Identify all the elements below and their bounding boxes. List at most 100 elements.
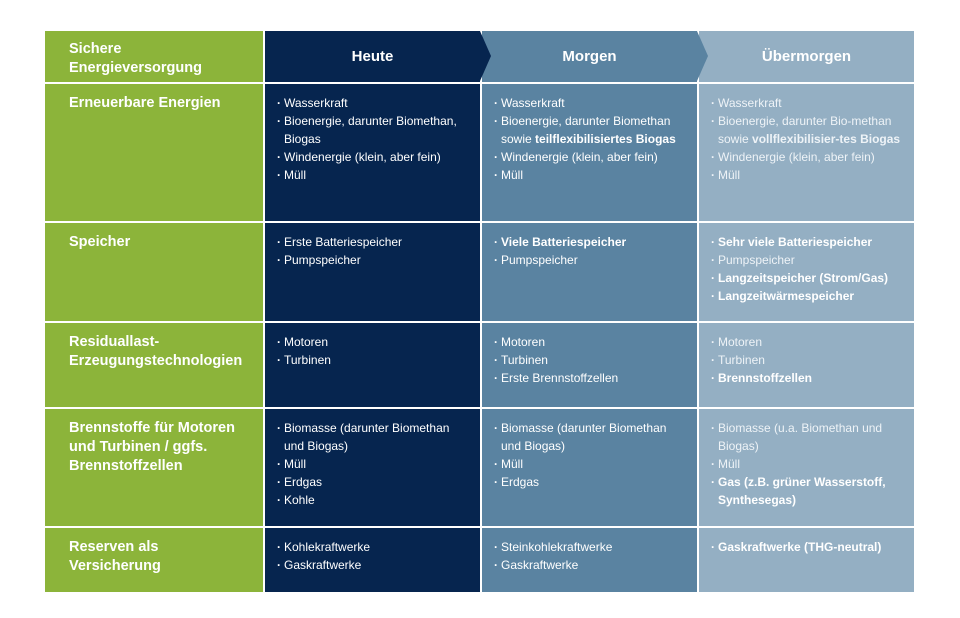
cell-heute: MotorenTurbinen: [265, 323, 480, 407]
list-item-text: Erste Brennstoffzellen: [501, 371, 619, 385]
list-item: Biomasse (darunter Biomethan und Biogas): [494, 419, 689, 455]
item-list: KohlekraftwerkeGaskraftwerke: [265, 528, 480, 574]
list-item: Erdgas: [494, 473, 689, 491]
list-item: Biomasse (darunter Biomethan und Biogas): [277, 419, 472, 455]
cell-uebermorgen: WasserkraftBioenergie, darunter Bio-meth…: [699, 84, 914, 221]
list-item: Viele Batteriespeicher: [494, 233, 689, 251]
list-item: Motoren: [494, 333, 689, 351]
item-list: Biomasse (darunter Biomethan und Biogas)…: [265, 409, 480, 509]
list-item: Bioenergie, darunter Bio-methan sowie vo…: [711, 112, 906, 148]
cell-morgen: WasserkraftBioenergie, darunter Biometha…: [482, 84, 697, 221]
list-item-text: Müll: [718, 168, 741, 182]
list-item-text: Erste Batteriespeicher: [284, 235, 403, 249]
list-item: Pumpspeicher: [494, 251, 689, 269]
list-item: Müll: [711, 166, 906, 184]
list-item: Wasserkraft: [711, 94, 906, 112]
list-item-text: Müll: [284, 457, 307, 471]
list-item: Kohle: [277, 491, 472, 509]
list-item-text: Erdgas: [284, 475, 323, 489]
list-item: Langzeitspeicher (Strom/Gas): [711, 269, 906, 287]
list-item-text: Gaskraftwerke: [284, 558, 362, 572]
cell-uebermorgen: Gaskraftwerke (THG-neutral): [699, 528, 914, 592]
list-item: Wasserkraft: [277, 94, 472, 112]
list-item: Müll: [277, 166, 472, 184]
list-item-text: Pumpspeicher: [718, 253, 795, 267]
list-item-text: Müll: [501, 168, 524, 182]
cell-heute: Biomasse (darunter Biomethan und Biogas)…: [265, 409, 480, 526]
list-item-text: Wasserkraft: [501, 96, 565, 110]
cell-uebermorgen: Biomasse (u.a. Biomethan und Biogas) Müll…: [699, 409, 914, 526]
list-item: Erste Batteriespeicher: [277, 233, 472, 251]
list-item: Pumpspeicher: [277, 251, 472, 269]
list-item-text: Motoren: [284, 335, 329, 349]
row-label-text: Erneuerbare Energien: [69, 95, 221, 111]
list-item-text: Pumpspeicher: [501, 253, 578, 267]
list-item-text: Turbinen: [501, 353, 548, 367]
cell-morgen: SteinkohlekraftwerkeGaskraftwerke: [482, 528, 697, 592]
list-item: Erste Brennstoffzellen: [494, 369, 689, 387]
list-item-text: Pumpspeicher: [284, 253, 361, 267]
item-list: MotorenTurbinen: [265, 323, 480, 369]
list-item-text: Turbinen: [284, 353, 331, 367]
list-item: Steinkohlekraftwerke: [494, 538, 689, 556]
cell-uebermorgen: Sehr viele BatteriespeicherPumpspeicherL…: [699, 223, 914, 321]
list-item-text: Müll: [284, 168, 307, 182]
list-item: Gaskraftwerke: [277, 556, 472, 574]
cell-morgen: Viele BatteriespeicherPumpspeicher: [482, 223, 697, 321]
cell-uebermorgen: MotorenTurbinenBrennstoffzellen: [699, 323, 914, 407]
list-item-text: Kohle: [284, 493, 315, 507]
list-item-text: Müll: [718, 457, 741, 471]
item-list: Gaskraftwerke (THG-neutral): [699, 528, 914, 556]
list-item: Turbinen: [711, 351, 906, 369]
list-item: Windenergie (klein, aber fein): [711, 148, 906, 166]
list-item-text: Motoren: [718, 335, 763, 349]
list-item: Windenergie (klein, aber fein): [494, 148, 689, 166]
list-item-text: Biomasse (darunter Biomethan und Biogas): [284, 421, 450, 453]
list-item-text: Turbinen: [718, 353, 765, 367]
list-item-text: Langzeitwärmespeicher: [718, 289, 855, 303]
list-item-text: Gas (z.B. grüner Wasserstoff, Synthesega…: [718, 475, 886, 507]
item-list: Biomasse (u.a. Biomethan und Biogas) Müll…: [699, 409, 914, 509]
item-list: Viele BatteriespeicherPumpspeicher: [482, 223, 697, 269]
row-label-text: Residuallast-Erzeugungstechnologien: [69, 334, 243, 369]
list-item-emphasis: vollflexibilisier-tes Biogas: [752, 132, 901, 146]
row-label-text: Reserven als Versicherung: [69, 539, 161, 574]
cell-heute: WasserkraftBioenergie, darunter Biometha…: [265, 84, 480, 221]
list-item-text: Windenergie (klein, aber fein): [718, 150, 875, 164]
cell-morgen: MotorenTurbinenErste Brennstoffzellen: [482, 323, 697, 407]
list-item: Gas (z.B. grüner Wasserstoff, Synthesega…: [711, 473, 906, 509]
list-item: Sehr viele Batteriespeicher: [711, 233, 906, 251]
list-item-text: Windenergie (klein, aber fein): [501, 150, 658, 164]
list-item: Müll: [494, 455, 689, 473]
row-label-speicher: Speicher: [45, 223, 263, 321]
list-item: Gaskraftwerke: [494, 556, 689, 574]
list-item: Brennstoffzellen: [711, 369, 906, 387]
arrow-tip-heute: [480, 31, 491, 81]
list-item-text: Sehr viele Batteriespeicher: [718, 235, 873, 249]
list-item: Müll: [277, 455, 472, 473]
list-item: Wasserkraft: [494, 94, 689, 112]
list-item-emphasis: teilflexibilisiertes Biogas: [535, 132, 676, 146]
list-item-text: Brennstoffzellen: [718, 371, 813, 385]
list-item: Erdgas: [277, 473, 472, 491]
column-header-uebermorgen: Übermorgen: [699, 31, 914, 82]
list-item-text: Müll: [501, 457, 524, 471]
list-item-text: Gaskraftwerke: [501, 558, 579, 572]
list-item-text: Wasserkraft: [718, 96, 782, 110]
list-item: Bioenergie, darunter Biomethan, Biogas: [277, 112, 472, 148]
list-item: Bioenergie, darunter Biomethan sowie tei…: [494, 112, 689, 148]
list-item: Gaskraftwerke (THG-neutral): [711, 538, 906, 556]
row-label-residuallast: Residuallast-Erzeugungstechnologien: [45, 323, 263, 407]
item-list: MotorenTurbinenBrennstoffzellen: [699, 323, 914, 387]
list-item-text: Wasserkraft: [284, 96, 348, 110]
list-item: Turbinen: [494, 351, 689, 369]
list-item: Langzeitwärmespeicher: [711, 287, 906, 305]
list-item-text: Erdgas: [501, 475, 540, 489]
list-item: Motoren: [277, 333, 472, 351]
list-item: Müll: [494, 166, 689, 184]
list-item: Biomasse (u.a. Biomethan und Biogas): [711, 419, 906, 455]
arrow-tip-morgen: [697, 31, 708, 81]
item-list: MotorenTurbinenErste Brennstoffzellen: [482, 323, 697, 387]
list-item-text: Viele Batteriespeicher: [501, 235, 627, 249]
energy-supply-table: Sichere Energieversorgung Heute Morgen Ü…: [45, 31, 914, 592]
